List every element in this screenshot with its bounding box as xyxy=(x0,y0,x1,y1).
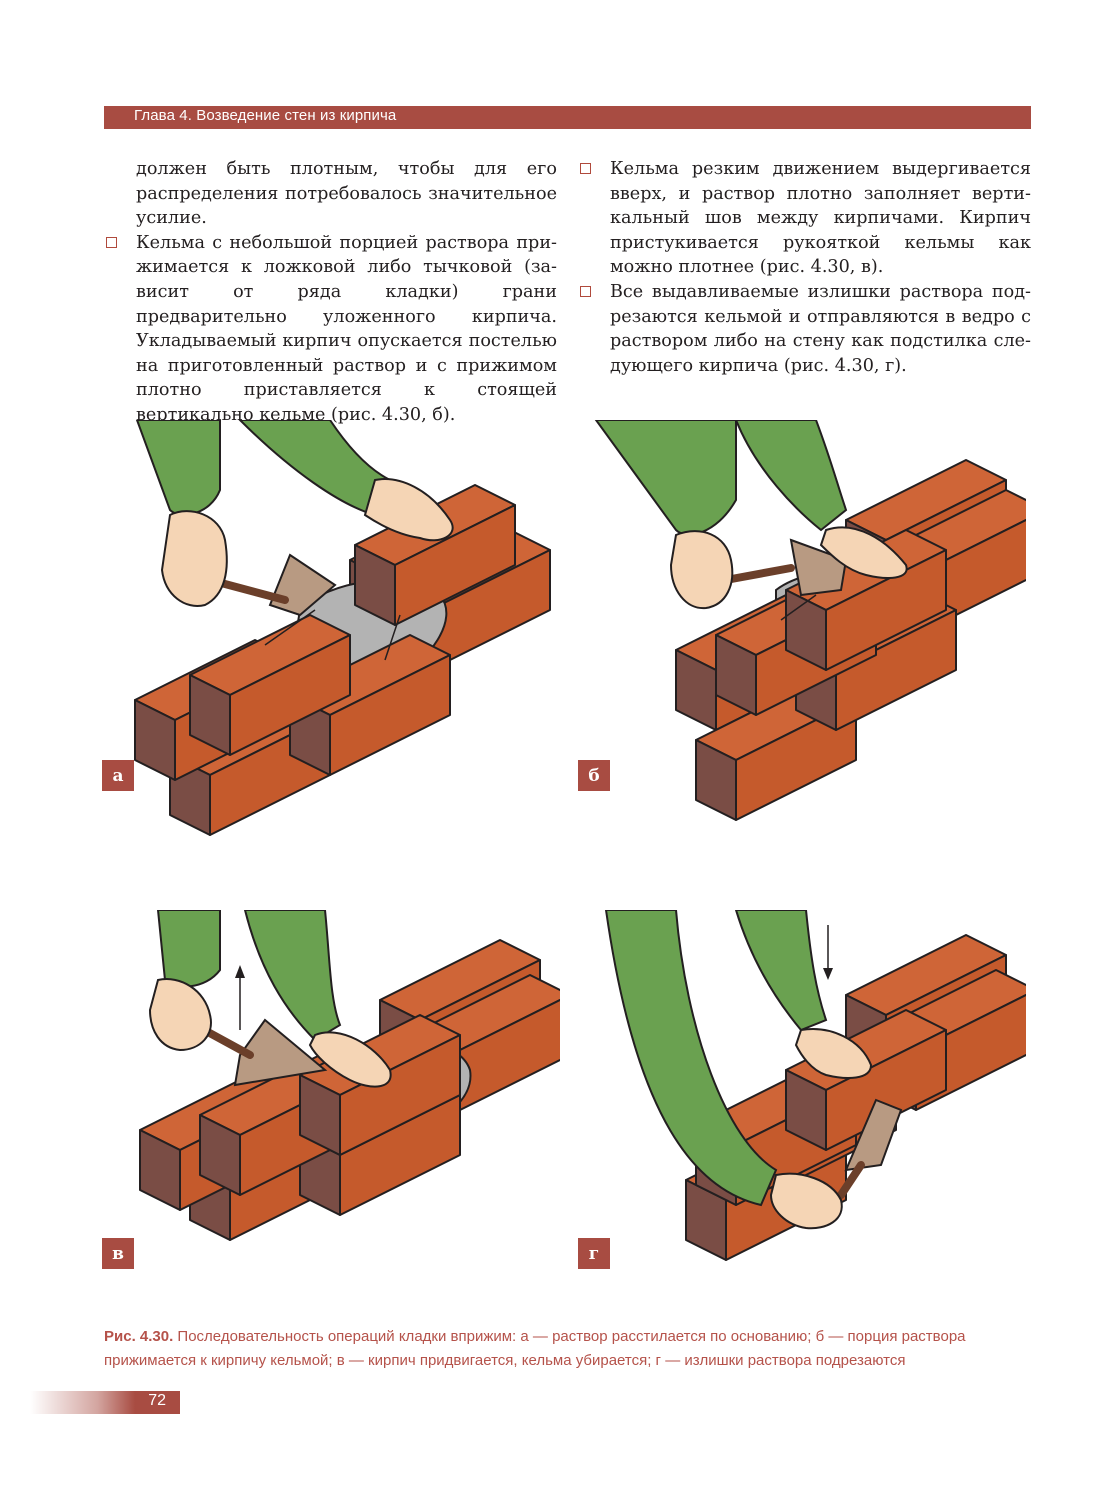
panel-label-d: г xyxy=(578,1238,610,1269)
caption-text: Последовательность операций кладки вприж… xyxy=(104,1328,966,1369)
figure-caption: Рис. 4.30. Последовательность операций к… xyxy=(104,1325,1031,1373)
bullet-item: Кельма с небольшой порцией раствора при­… xyxy=(104,231,557,428)
figure-panel-d: г xyxy=(576,909,1037,1320)
bullet-text: Кельма с небольшой порцией раствора при­… xyxy=(136,232,557,425)
bullet-item: Кельма резким движением выдергивается вв… xyxy=(578,157,1031,280)
bullet-text: Кельма резким движением выдергивается вв… xyxy=(610,159,1031,278)
bullet-text: Все выдавливаемые излишки раствора под­р… xyxy=(610,281,1031,376)
bricklaying-illustration-d xyxy=(604,909,1037,1261)
caption-label: Рис. 4.30. xyxy=(104,1328,174,1345)
chapter-title: Глава 4. Возведение стен из кирпича xyxy=(134,107,397,124)
panel-label-a: а xyxy=(102,760,134,791)
chapter-header-bar: Глава 4. Возведение стен из кирпича xyxy=(104,106,1031,129)
bullet-item: Все выдавливаемые излишки раствора под­р… xyxy=(578,280,1031,378)
checkbox-bullet-icon xyxy=(580,285,591,297)
bricklaying-illustration-a xyxy=(134,419,551,836)
panel-label-c: в xyxy=(102,1238,134,1269)
checkbox-bullet-icon xyxy=(580,163,591,174)
bricklaying-illustration-c xyxy=(139,909,571,1241)
figure-panel-a: а xyxy=(100,419,560,860)
checkbox-bullet-icon xyxy=(106,236,117,248)
panel-label-b: б xyxy=(578,760,610,791)
text-column-right: Кельма резким движением выдергивается вв… xyxy=(578,157,1031,378)
page-number-bar: 72 xyxy=(30,1391,180,1414)
page-number: 72 xyxy=(148,1392,166,1409)
figure-panel-b: б xyxy=(576,419,1047,860)
paragraph-continued: должен быть плотным, чтобы для его распр… xyxy=(136,159,557,229)
figure-panel-c: в xyxy=(100,909,571,1320)
text-column-left: должен быть плотным, чтобы для его распр… xyxy=(104,157,557,428)
bricklaying-illustration-b xyxy=(594,419,1047,821)
